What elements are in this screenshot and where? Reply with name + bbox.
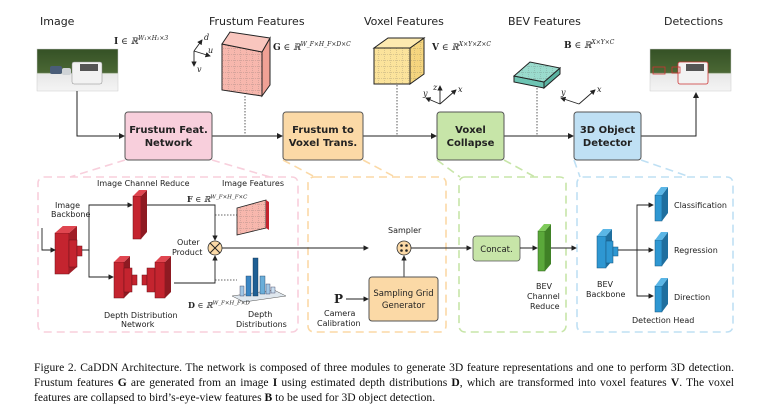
detector-detail-panel [576, 176, 734, 333]
detection-head-label: Detection Head [632, 316, 694, 325]
grid-generator-label-1: Sampling Grid [373, 289, 433, 299]
image-channel-reduce-block [132, 190, 147, 240]
detector-detail-arrows [618, 202, 654, 299]
image-features-plane [236, 199, 269, 236]
frustum-detail-dotted [215, 214, 239, 281]
module-label-1: Voxel [455, 125, 486, 136]
p-symbol: P [334, 292, 343, 306]
bev-slab [512, 61, 562, 90]
module-label-2: Voxel Trans. [289, 138, 357, 149]
image-backbone-label-2: Backbone [51, 210, 90, 219]
sampler-label: Sampler [388, 226, 422, 235]
axis-z: z [432, 83, 438, 92]
detail-panels [37, 159, 734, 333]
bev-channel-reduce-label-3: Reduce [530, 302, 560, 311]
bev-backbone-label-1: BEV [597, 280, 614, 289]
bev-axis-y: y [560, 88, 566, 97]
frustum-features-shape [221, 31, 271, 98]
module-3d-object-detector[interactable]: 3D Object Detector [573, 111, 642, 161]
voxel-cube [372, 37, 426, 85]
bev-channel-reduce-label-2: Channel [527, 292, 560, 301]
axis-y: y [422, 89, 428, 98]
depth-distributions-icon [231, 257, 287, 303]
head-regression-block [654, 232, 668, 267]
bev-axis-x: x [597, 85, 602, 94]
transform-detail-panel [307, 176, 447, 333]
pipeline-arrows [76, 91, 699, 139]
figure-caption: Figure 2. CaDDN Architecture. The networ… [34, 361, 735, 405]
frustum-detail-panel [37, 176, 299, 333]
axis-v: v [197, 65, 202, 74]
frustum-features-title: Frustum Features [209, 15, 305, 28]
module-label-1: Frustum to [292, 125, 354, 136]
image-formula: I ∈ ℝW₁×H₁×3 [114, 35, 168, 47]
module-label-1: Frustum Feat. [129, 125, 208, 136]
bev-backbone-network [596, 229, 619, 269]
module-label-2: Network [145, 138, 193, 149]
outer-product-label-2: Product [172, 248, 202, 257]
frustum-axes-icon [191, 39, 211, 67]
axis-x: x [458, 85, 463, 94]
bev-formula: B ∈ ℝX×Y×C [564, 39, 615, 51]
bev-channel-reduce-label-1: BEV [536, 282, 553, 291]
bev-backbone-label-2: Backbone [586, 290, 625, 299]
concat-label: Concat. [480, 245, 512, 255]
outer-product-icon [207, 240, 223, 256]
transform-detail-arrows [346, 245, 472, 302]
depth-distribution-network [113, 256, 171, 299]
d-formula: D ∈ ℝW_F×H_F×D [188, 300, 250, 310]
bev-features-title: BEV Features [508, 15, 581, 28]
head-direction-block [654, 278, 668, 313]
module-label-2: Detector [583, 138, 632, 149]
head-label-direction: Direction [674, 293, 710, 302]
outer-product-label-1: Outer [177, 238, 200, 247]
frustum-formula: G ∈ ℝW_F×H_F×D×C [273, 41, 351, 53]
bev-channel-reduce-block [537, 224, 551, 272]
axis-u: u [208, 46, 213, 55]
image-title: Image [40, 15, 75, 28]
module-voxel-collapse[interactable]: Voxel Collapse [436, 111, 505, 161]
voxel-axes-icon [425, 85, 457, 105]
frustum-detail-arrows [41, 202, 369, 284]
module-frustum-feat-network[interactable]: Frustum Feat. Network [124, 111, 213, 161]
camera-calibration-label-1: Camera [324, 309, 355, 318]
voxel-features-title: Voxel Features [364, 15, 444, 28]
head-classification-block [654, 187, 668, 222]
grid-generator-label-2: Generator [382, 301, 426, 311]
axis-d: d [204, 33, 209, 42]
voxel-formula: V ∈ ℝX×Y×Z×C [431, 41, 491, 53]
f-formula: F ∈ ℝW_F×H_F×C [187, 194, 248, 204]
image-backbone-label-1: Image [55, 201, 80, 210]
image-backbone-network [54, 226, 83, 275]
module-label-1: 3D Object [580, 125, 636, 136]
collapse-detail-panel [458, 176, 567, 333]
module-frustum-to-voxel[interactable]: Frustum to Voxel Trans. [282, 111, 364, 161]
input-image [36, 48, 119, 92]
depth-distributions-label-2: Distributions [236, 320, 287, 329]
sampler-icon [396, 240, 412, 256]
camera-calibration-label-2: Calibration [317, 319, 361, 328]
image-channel-reduce-label: Image Channel Reduce [97, 179, 190, 188]
concat-block[interactable]: Concat. [472, 235, 521, 262]
detections-image [649, 48, 732, 92]
depth-network-label-2: Network [121, 320, 155, 329]
depth-network-label-1: Depth Distribution [104, 311, 178, 320]
head-label-classification: Classification [674, 201, 727, 210]
detections-title: Detections [664, 15, 723, 28]
sampling-grid-generator[interactable]: Sampling Grid Generator [368, 276, 439, 322]
image-features-label: Image Features [222, 179, 284, 188]
bev-axes-icon [560, 89, 596, 105]
module-label-2: Collapse [447, 138, 495, 149]
head-label-regression: Regression [674, 246, 718, 255]
depth-distributions-label-1: Depth [248, 310, 272, 319]
dotted-connectors [244, 85, 538, 135]
